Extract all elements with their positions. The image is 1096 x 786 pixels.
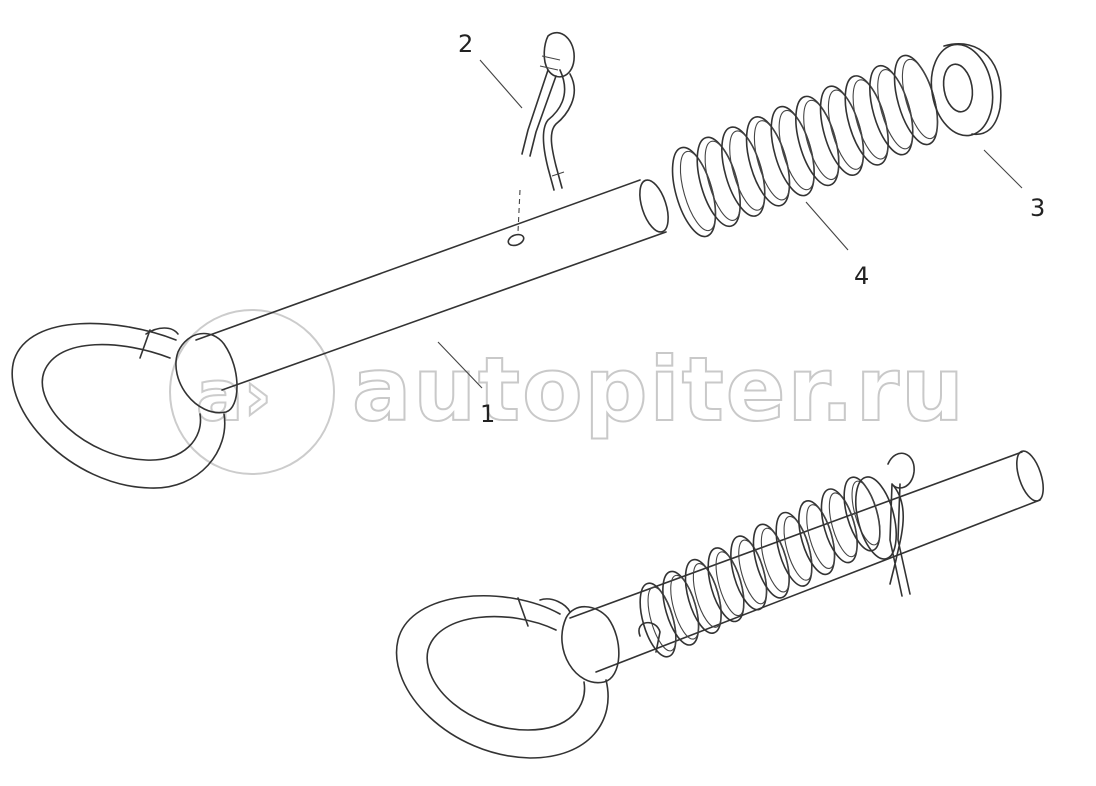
assembled-washer xyxy=(854,476,898,560)
spring-coil-inner xyxy=(827,89,865,170)
spring-coil xyxy=(721,126,766,217)
eye-ring-inner xyxy=(41,343,202,461)
r-clip-straight-leg xyxy=(521,69,557,157)
r-clip-bent-leg xyxy=(542,69,576,191)
spring-coil-inner xyxy=(778,109,815,191)
callout-3: 3 xyxy=(1030,194,1045,222)
eye-ring-outer xyxy=(11,322,226,489)
spring-coil-inner xyxy=(729,130,766,211)
spring-coil xyxy=(819,85,865,176)
assembled-spring-coil xyxy=(707,547,745,623)
assembled-spring-coil xyxy=(798,500,836,576)
washer-outer xyxy=(930,43,994,137)
assembled-collar xyxy=(561,605,620,684)
spring-coil xyxy=(844,75,889,166)
part-4-spring xyxy=(671,54,939,238)
spring-coil xyxy=(770,105,815,197)
spring-coil-inner xyxy=(753,120,791,201)
leader-lines xyxy=(437,59,1023,389)
pin-shaft-top-edge xyxy=(195,179,641,341)
assembled-spring-coil-inner xyxy=(783,515,813,581)
leader-line-2 xyxy=(479,59,523,109)
watermark-logo-circle xyxy=(169,309,335,475)
callout-1: 1 xyxy=(480,400,495,428)
assembled-eye-weld xyxy=(517,597,571,627)
watermark: a› autopiter.ru xyxy=(169,309,966,475)
spring-coil xyxy=(745,116,791,207)
spring-coil-inner xyxy=(803,99,840,181)
eye-ring-weld xyxy=(139,327,179,359)
r-clip-detail xyxy=(539,55,565,177)
assembled-spring-coil xyxy=(662,570,700,646)
spring-coil-inner xyxy=(704,140,741,221)
assembled-spring xyxy=(639,476,881,658)
assembled-spring-end-hook xyxy=(638,621,661,653)
assembled-eye-outer xyxy=(395,594,609,759)
assembled-spring-coil xyxy=(843,476,881,552)
part-3-washer xyxy=(930,43,1002,137)
assembled-spring-coil-inner xyxy=(647,586,677,652)
assembled-spring-coil-inner xyxy=(715,551,745,617)
callout-4: 4 xyxy=(854,262,869,290)
spring-coil xyxy=(671,146,717,238)
spring-coil-inner xyxy=(852,79,889,160)
callout-2: 2 xyxy=(458,30,473,58)
pin-shaft-bottom-edge xyxy=(221,231,667,391)
spring-coil-inner xyxy=(877,69,914,150)
assembled-shaft-top-edge xyxy=(569,451,1023,619)
watermark-text: autopiter.ru xyxy=(352,338,966,441)
assembled-spring-coil-inner xyxy=(760,527,790,593)
spring-coil-inner xyxy=(679,150,717,232)
washer-thickness xyxy=(943,43,1002,136)
assembled-spring-coil-inner xyxy=(828,492,858,558)
part-1-eye-pin xyxy=(11,179,669,489)
pin-collar xyxy=(175,332,238,414)
spring-coil xyxy=(893,54,939,146)
assembled-r-clip xyxy=(887,452,915,597)
assembled-spring-coil xyxy=(730,535,768,611)
assembled-spring-coil xyxy=(775,511,813,587)
leader-line-4 xyxy=(805,201,849,251)
assembled-spring-coil-inner xyxy=(738,539,768,605)
assembled-spring-coil xyxy=(752,523,790,599)
assembled-spring-coil xyxy=(684,558,722,634)
spring-coil xyxy=(795,95,840,187)
assembled-spring-coil-inner xyxy=(806,504,836,570)
pin-cross-hole xyxy=(507,233,525,247)
spring-coil-inner xyxy=(901,58,939,140)
part-2-r-clip xyxy=(521,31,576,191)
spring-coil xyxy=(696,136,741,228)
pin-shaft-end xyxy=(639,179,669,233)
assembled-spring-coil-inner xyxy=(851,480,881,546)
assembled-spring-coil-inner xyxy=(670,574,700,640)
leader-line-3 xyxy=(983,149,1023,189)
assembled-eye-inner xyxy=(426,615,586,731)
washer-inner xyxy=(942,63,974,113)
leader-line-clip-to-hole xyxy=(517,189,521,233)
spring-coil xyxy=(869,64,914,156)
assembled-shaft-bottom-edge xyxy=(595,499,1041,673)
assembled-shaft-end xyxy=(1016,450,1044,502)
leader-line-1 xyxy=(437,341,483,389)
assembled-spring-coil-inner xyxy=(692,562,722,628)
assembled-view xyxy=(395,450,1044,759)
